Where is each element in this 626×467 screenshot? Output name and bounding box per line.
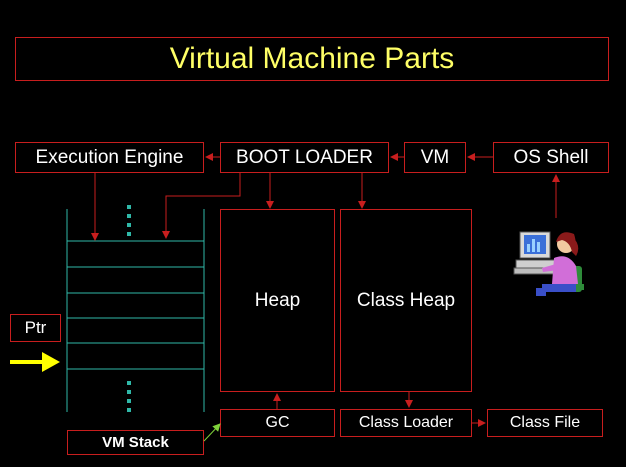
vm-stack-box: VM Stack [67, 430, 204, 455]
bootloader-to-stack-arrow [162, 173, 241, 239]
boot-loader-box: BOOT LOADER [220, 142, 389, 173]
execution-engine-box: Execution Engine [15, 142, 204, 173]
class-file-box: Class File [487, 409, 603, 437]
os-shell-box: OS Shell [493, 142, 609, 173]
person-at-computer-icon [513, 231, 584, 296]
ptr-box: Ptr [10, 314, 61, 342]
class-heap-box: Class Heap [340, 209, 472, 392]
class-loader-box: Class Loader [340, 409, 472, 437]
vm-stack-frames [66, 209, 205, 412]
gc-box: GC [220, 409, 335, 437]
pointer-arrow-icon [10, 352, 60, 372]
page-title: Virtual Machine Parts [15, 37, 609, 81]
vmstack-to-gc-link [203, 423, 221, 442]
vm-box: VM [404, 142, 466, 173]
heap-box: Heap [220, 209, 335, 392]
stack-ellipsis-dots [127, 205, 131, 412]
